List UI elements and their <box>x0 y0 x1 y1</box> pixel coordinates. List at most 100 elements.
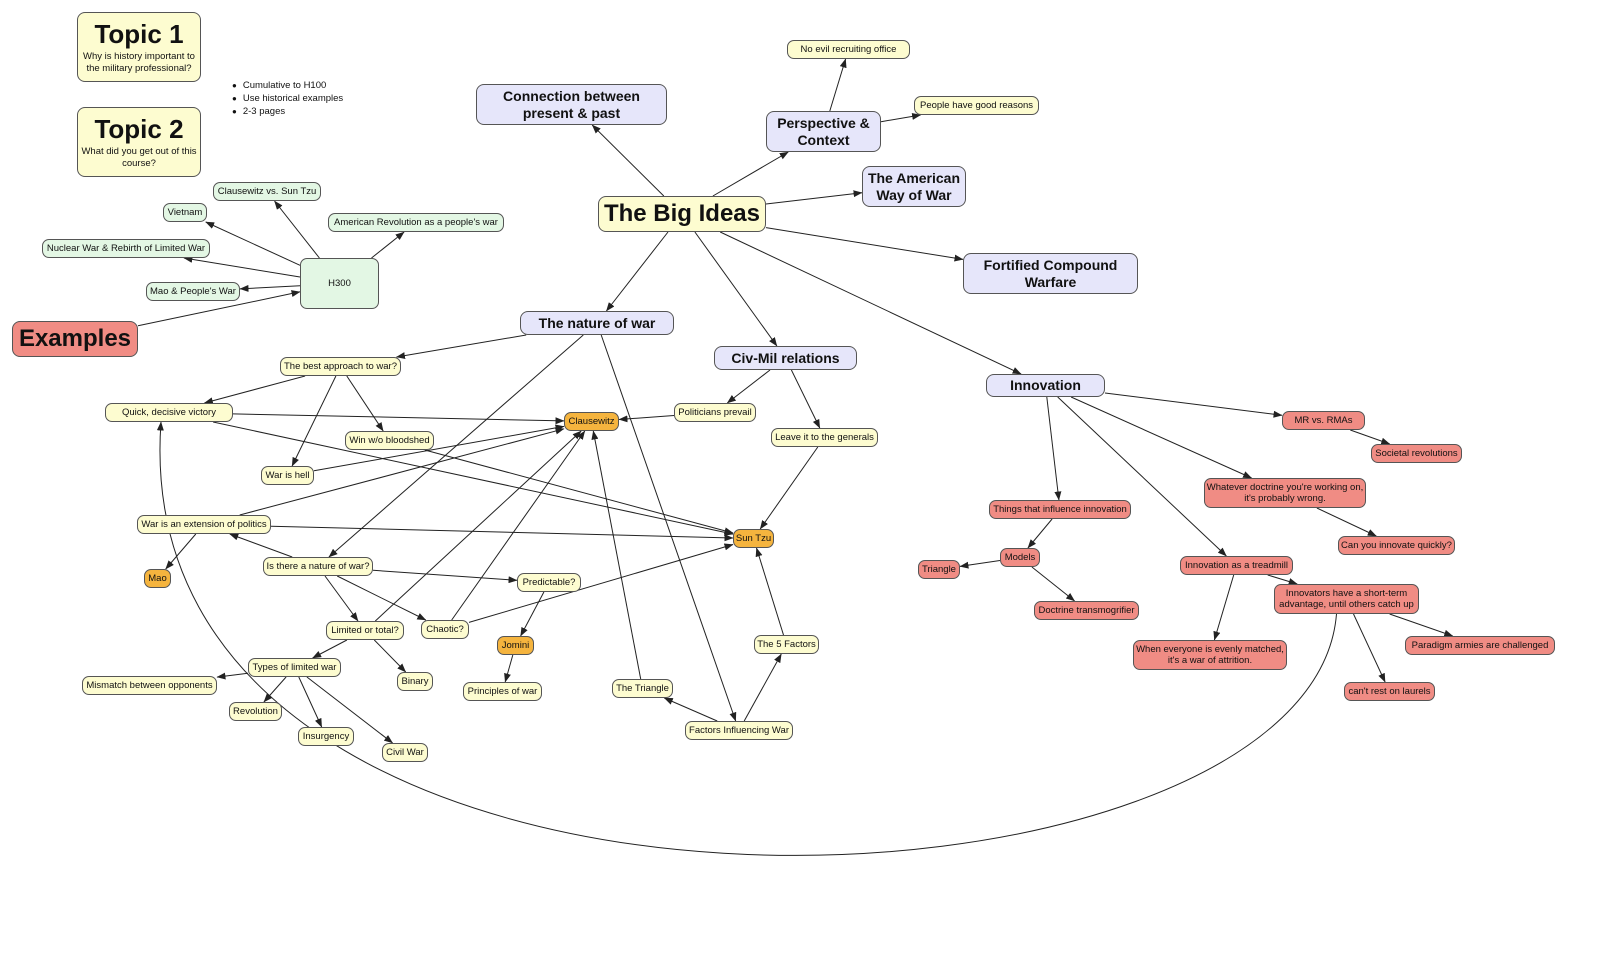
node-insurgency[interactable]: Insurgency <box>298 727 354 746</box>
edge-innovation-to-mr-rmas <box>1104 392 1283 418</box>
edge-perspective-to-no-evil <box>829 58 847 112</box>
edge-leave-to-generals-to-sun-tzu <box>759 446 819 530</box>
node-the-5-factors[interactable]: The 5 Factors <box>754 635 819 654</box>
edge-mr-rmas-to-societal <box>1350 429 1391 445</box>
edge-five-factors-to-sun-tzu <box>755 547 784 636</box>
node-fortified-compound-warfare[interactable]: Fortified Compound Warfare <box>963 253 1138 294</box>
node-paradigm-armies-challenged[interactable]: Paradigm armies are challenged <box>1405 636 1555 655</box>
edge-h300-to-mao-peoples-war <box>239 284 301 292</box>
edge-civ-mil-to-leave-to-generals <box>790 369 821 429</box>
node-models[interactable]: Models <box>1000 548 1040 567</box>
edge-things-influence-to-models <box>1027 518 1053 549</box>
node-is-there-a-nature-of-war[interactable]: Is there a nature of war? <box>263 557 373 576</box>
topic-1-card[interactable]: Topic 1 Why is history important to the … <box>77 12 201 82</box>
node-innovation[interactable]: Innovation <box>986 374 1105 397</box>
notes-list: Cumulative to H100 Use historical exampl… <box>232 80 343 119</box>
node-the-triangle[interactable]: The Triangle <box>612 679 673 698</box>
node-win-without-bloodshed[interactable]: Win w/o bloodshed <box>345 431 434 450</box>
edge-nature-question-to-predictable <box>372 569 518 584</box>
edge-big-ideas-to-fortified <box>765 227 964 262</box>
node-jomini[interactable]: Jomini <box>497 636 534 655</box>
node-connection-present-past[interactable]: Connection between present & past <box>476 84 667 125</box>
edge-civ-mil-to-politicians-prevail <box>726 369 771 404</box>
node-can-you-innovate-quickly[interactable]: Can you innovate quickly? <box>1338 536 1455 555</box>
edge-chaotic-to-clausewitz <box>451 430 586 621</box>
node-triangle-innovation[interactable]: Triangle <box>918 560 960 579</box>
edge-innovation-to-whatever-doctrine <box>1070 396 1253 479</box>
node-things-that-influence-innovation[interactable]: Things that influence innovation <box>989 500 1131 519</box>
edge-jomini-to-principles <box>504 654 514 683</box>
node-innovators-short-term-advantage[interactable]: Innovators have a short-term advantage, … <box>1274 584 1419 614</box>
edge-extension-of-politics-to-mao <box>165 533 197 570</box>
node-civ-mil-relations[interactable]: Civ-Mil relations <box>714 346 857 370</box>
node-best-approach-to-war[interactable]: The best approach to war? <box>280 357 401 376</box>
node-binary[interactable]: Binary <box>397 672 433 691</box>
node-doctrine-transmogrifier[interactable]: Doctrine transmogrifier <box>1034 601 1139 620</box>
topic-2-subtitle: What did you get out of this course? <box>81 146 197 169</box>
node-war-extension-of-politics[interactable]: War is an extension of politics <box>137 515 271 534</box>
node-nuclear-war-limited-war[interactable]: Nuclear War & Rebirth of Limited War <box>42 239 210 258</box>
edge-types-limited-to-revolution <box>263 676 287 703</box>
node-clausewitz[interactable]: Clausewitz <box>564 412 619 431</box>
node-american-revolution[interactable]: American Revolution as a people's war <box>328 213 504 232</box>
topic-2-title: Topic 2 <box>94 113 184 144</box>
node-limited-or-total[interactable]: Limited or total? <box>326 621 404 640</box>
edge-limited-or-total-to-clausewitz <box>374 430 582 622</box>
node-predictable[interactable]: Predictable? <box>517 573 581 592</box>
node-innovation-as-treadmill[interactable]: Innovation as a treadmill <box>1180 556 1293 575</box>
node-cant-rest-on-laurels[interactable]: can't rest on laurels <box>1344 682 1435 701</box>
edge-nature-question-to-chaotic <box>336 575 427 621</box>
node-whatever-doctrine-probably-wrong[interactable]: Whatever doctrine you're working on, it'… <box>1204 478 1366 508</box>
edge-treadmill-to-short-term <box>1267 574 1298 585</box>
node-nature-of-war[interactable]: The nature of war <box>520 311 674 335</box>
edge-examples-to-h300 <box>137 290 301 327</box>
node-principles-of-war[interactable]: Principles of war <box>463 682 542 701</box>
node-factors-influencing-war[interactable]: Factors Influencing War <box>685 721 793 740</box>
node-no-evil-recruiting-office[interactable]: No evil recruiting office <box>787 40 910 59</box>
node-types-of-limited-war[interactable]: Types of limited war <box>248 658 341 677</box>
node-leave-it-to-the-generals[interactable]: Leave it to the generals <box>771 428 878 447</box>
node-examples[interactable]: Examples <box>12 321 138 357</box>
node-people-have-good-reasons[interactable]: People have good reasons <box>914 96 1039 115</box>
node-revolution[interactable]: Revolution <box>229 702 282 721</box>
edge-h300-to-vietnam <box>205 221 301 266</box>
note-item: Cumulative to H100 <box>232 80 343 91</box>
node-perspective-context[interactable]: Perspective & Context <box>766 111 881 152</box>
node-evenly-matched-war-of-attrition[interactable]: When everyone is evenly matched, it's a … <box>1133 640 1287 670</box>
edge-treadmill-to-evenly-matched <box>1213 574 1235 641</box>
node-politicians-prevail[interactable]: Politicians prevail <box>674 403 756 422</box>
node-quick-decisive-victory[interactable]: Quick, decisive victory <box>105 403 233 422</box>
node-mr-vs-rmas[interactable]: MR vs. RMAs <box>1282 411 1365 430</box>
edge-nature-of-war-to-factors-influencing <box>600 334 737 722</box>
edge-big-ideas-to-civ-mil <box>694 231 778 347</box>
node-american-way-of-war[interactable]: The American Way of War <box>862 166 966 207</box>
edge-nature-question-to-limited-or-total <box>324 575 359 622</box>
node-mao-peoples-war[interactable]: Mao & People's War <box>146 282 240 301</box>
edge-big-ideas-to-nature-of-war <box>606 231 669 312</box>
node-chaotic[interactable]: Chaotic? <box>421 620 469 639</box>
node-mao[interactable]: Mao <box>144 569 171 588</box>
edge-quick-victory-to-sun-tzu <box>212 421 734 536</box>
edge-h300-to-clausewitz-vs-suntzu <box>274 200 320 259</box>
edge-types-limited-to-civil-war <box>306 676 393 744</box>
node-h300[interactable]: H300 <box>300 258 379 309</box>
node-big-ideas[interactable]: The Big Ideas <box>598 196 766 232</box>
node-vietnam[interactable]: Vietnam <box>163 203 207 222</box>
edge-limited-or-total-to-types-limited <box>312 639 348 659</box>
node-sun-tzu[interactable]: Sun Tzu <box>733 529 774 548</box>
topic-1-subtitle: Why is history important to the military… <box>83 51 195 74</box>
node-clausewitz-vs-sun-tzu[interactable]: Clausewitz vs. Sun Tzu <box>213 182 321 201</box>
node-societal-revolutions[interactable]: Societal revolutions <box>1371 444 1462 463</box>
note-item: Use historical examples <box>232 93 343 104</box>
edge-models-to-triangle-red <box>959 560 1001 569</box>
edge-short-term-to-quick-victory <box>156 421 1337 856</box>
topic-1-title: Topic 1 <box>94 18 184 49</box>
node-war-is-hell[interactable]: War is hell <box>261 466 314 485</box>
topic-2-card[interactable]: Topic 2 What did you get out of this cou… <box>77 107 201 177</box>
node-mismatch-between-opponents[interactable]: Mismatch between opponents <box>82 676 217 695</box>
edge-best-approach-to-win-wo-bloodshed <box>346 375 384 432</box>
edge-types-limited-to-mismatch <box>216 672 249 680</box>
edge-innovation-to-things-influence <box>1046 396 1062 501</box>
edge-whatever-doctrine-to-innovate-quickly <box>1316 507 1377 537</box>
node-civil-war[interactable]: Civil War <box>382 743 428 762</box>
